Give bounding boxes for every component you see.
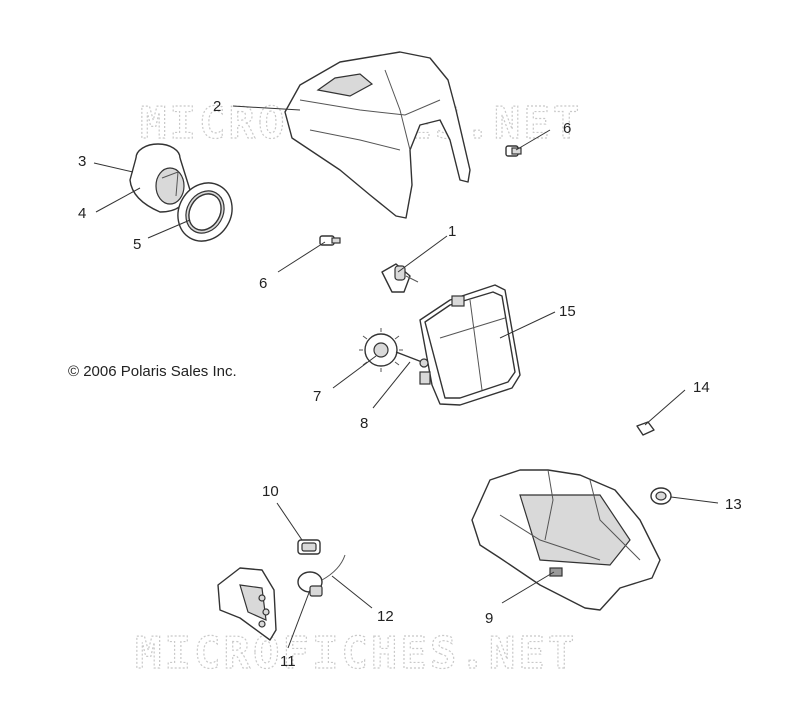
- part-ring-seal: [177, 182, 233, 242]
- part-bulb: [381, 263, 419, 293]
- part-clip: [636, 421, 655, 436]
- callout-13: 13: [725, 496, 742, 513]
- part-switch-bracket: [217, 567, 277, 641]
- part-adjuster-rod: [395, 351, 429, 368]
- callout-4: 4: [78, 205, 86, 222]
- callout-12: 12: [377, 608, 394, 625]
- callout-7: 7: [313, 388, 321, 405]
- part-bolt: [297, 539, 321, 555]
- watermark-bottom: MICROFICHES.NET: [135, 628, 577, 679]
- copyright-notice: © 2006 Polaris Sales Inc.: [68, 363, 237, 380]
- callout-11: 11: [280, 653, 296, 670]
- callout-9: 9: [485, 610, 493, 627]
- callout-8: 8: [360, 415, 368, 432]
- callout-15: 15: [559, 303, 576, 320]
- part-rubber-boot: [129, 143, 191, 213]
- part-switch: [297, 554, 346, 597]
- part-grommet: [650, 487, 672, 505]
- part-screw-upper: [505, 145, 522, 157]
- part-headlight-pod-cover: [284, 51, 471, 219]
- leader-lines: [93, 105, 719, 649]
- callout-6-middle: 6: [259, 275, 267, 292]
- callout-10: 10: [262, 483, 279, 500]
- callout-6-upper: 6: [563, 120, 571, 137]
- part-headlight-assembly: [419, 284, 521, 406]
- callout-14: 14: [693, 379, 710, 396]
- callout-5: 5: [133, 236, 141, 253]
- part-adjuster-gear: [359, 328, 403, 372]
- part-lower-housing: [471, 469, 661, 611]
- callout-3: 3: [78, 153, 86, 170]
- callout-1: 1: [448, 223, 456, 240]
- callout-2: 2: [213, 98, 221, 115]
